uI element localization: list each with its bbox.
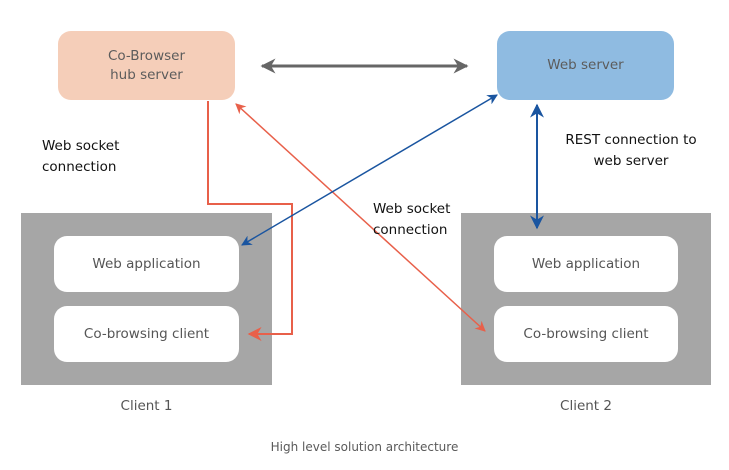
hub-server-label-line1: Co-Browser	[107, 47, 186, 64]
ws-label-left-line1: Web socket	[42, 138, 120, 154]
co-browser-hub-server: Co-Browser hub server	[58, 31, 235, 100]
arrow-hub-to-client1-cobrowsing	[207, 101, 293, 341]
web-server: Web server	[497, 31, 674, 100]
rest-label-line1: REST connection to	[565, 132, 697, 148]
ws-label-middle-line1: Web socket	[373, 201, 451, 217]
arrow-webserver-client1-webapp	[241, 94, 498, 246]
rest-label: REST connection to web server	[560, 130, 702, 172]
ws-label-left-line2: connection	[42, 159, 117, 175]
ws-label-middle: Web socket connection	[373, 199, 450, 241]
client-2-web-application: Web application	[494, 236, 678, 292]
client-1-container: Web application Co-browsing client	[21, 213, 272, 385]
web-server-label: Web server	[547, 57, 624, 73]
client-2-container: Web application Co-browsing client	[461, 213, 711, 385]
client-1-label: Client 1	[120, 398, 173, 414]
diagram-caption: High level solution architecture	[270, 440, 459, 454]
rest-label-line2: web server	[593, 153, 669, 169]
client-1-co-browsing-client: Co-browsing client	[54, 306, 239, 362]
client-2-co-browsing-client: Co-browsing client	[494, 306, 678, 362]
ws-label-left: Web socket connection	[42, 136, 119, 178]
hub-server-label-line2: hub server	[110, 66, 183, 83]
client-1-web-application: Web application	[54, 236, 239, 292]
ws-label-middle-line2: connection	[373, 222, 448, 238]
client-2-label: Client 2	[560, 398, 612, 414]
